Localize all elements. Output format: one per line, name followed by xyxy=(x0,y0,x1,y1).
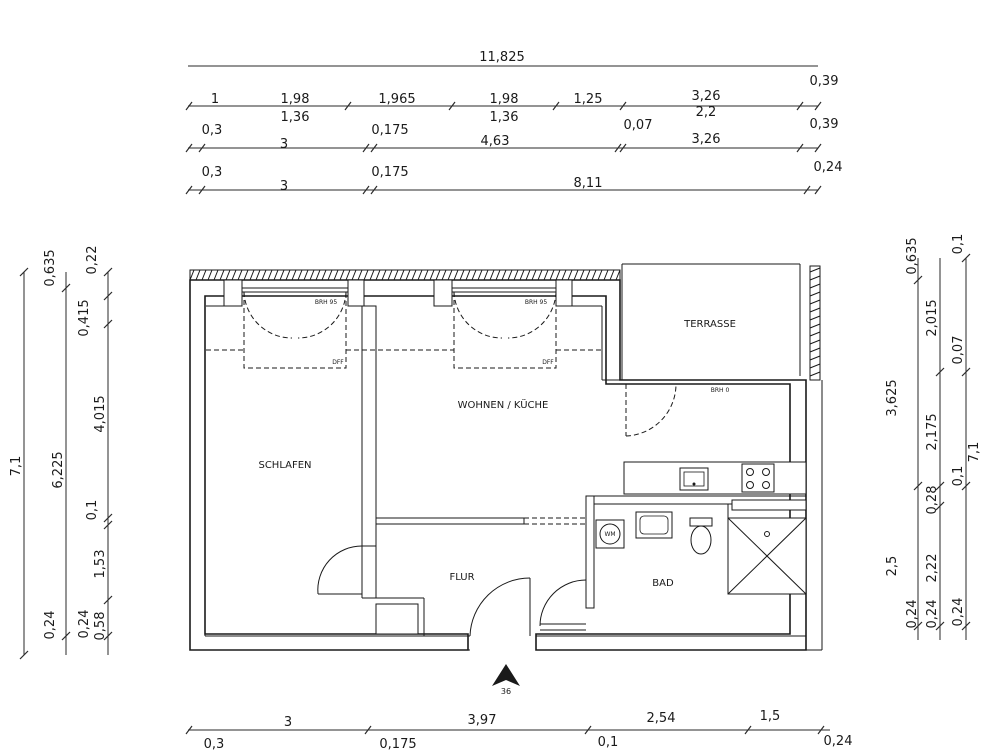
dim-bottom-f: 0,175 xyxy=(379,737,416,750)
dim-top1-b: 1,98 xyxy=(281,92,310,107)
dim-left-c4: 0,1 xyxy=(85,500,100,521)
dim-total-width: 11,825 xyxy=(479,50,525,65)
dim-top1-e: 1,25 xyxy=(574,92,603,107)
room-label-terrasse: TERRASSE xyxy=(683,319,736,330)
dim-top3-a: 0,3 xyxy=(202,165,223,180)
dim-left-b3: 0,24 xyxy=(43,611,58,640)
room-label-bad: BAD xyxy=(652,578,674,589)
room-label-flur: FLUR xyxy=(449,572,474,583)
dim-top1-d: 1,98 xyxy=(490,92,519,107)
dim-top2-f: 3,26 xyxy=(692,132,721,147)
dim-right-b2: 2,175 xyxy=(925,413,940,450)
dim-bottom-c: 2,54 xyxy=(647,711,676,726)
dim-left-c5: 1,53 xyxy=(93,550,108,579)
left-dimension-chains: 7,1 0,635 6,225 0,24 0,22 0,415 4,015 0,… xyxy=(9,246,113,660)
doors xyxy=(206,291,800,637)
dim-top2-a: 0,3 xyxy=(202,123,223,138)
dim-right-b5: 0,24 xyxy=(925,600,940,629)
dim-top2-d: 4,63 xyxy=(481,134,510,149)
dim-top3-e: 0,24 xyxy=(814,160,843,175)
room-label-wohnen: WOHNEN / KÜCHE xyxy=(458,398,549,411)
dim-top1-sub-a: 1,36 xyxy=(281,110,310,125)
annotation-dff-1: DFF xyxy=(332,359,344,366)
dim-bottom-d: 1,5 xyxy=(760,709,781,724)
apartment-plan: SCHLAFEN WOHNEN / KÜCHE TERRASSE FLUR BA… xyxy=(189,263,823,696)
dim-top3-d: 8,11 xyxy=(574,176,603,191)
dim-right-c3: 0,1 xyxy=(951,466,966,487)
dim-left-c7: 0,58 xyxy=(93,612,108,641)
dim-top1-sub-b: 1,36 xyxy=(490,110,519,125)
dim-top3-b: 3 xyxy=(280,179,288,194)
annotation-wm: WM xyxy=(604,531,615,538)
dim-left-b1: 0,635 xyxy=(43,249,58,286)
dim-left-c6: 0,24 xyxy=(77,610,92,639)
dim-right-b3: 0,28 xyxy=(925,486,940,515)
dim-right-c5: 0,24 xyxy=(951,598,966,627)
dim-top3-c: 0,175 xyxy=(371,165,408,180)
north-arrow-label: 36 xyxy=(501,687,511,696)
dim-top2-b: 3 xyxy=(280,137,288,152)
dim-right-c1: 0,1 xyxy=(951,234,966,255)
top-dimension-chains: 11,825 1 1,98 1,965 1,98 1,25 3,26 0,39 … xyxy=(185,50,843,195)
dim-top1-sub-c: 2,2 xyxy=(696,105,717,120)
annotation-brh-0: BRH 0 xyxy=(711,387,730,394)
dim-top1-a: 1 xyxy=(211,92,219,107)
north-arrow-icon: 36 xyxy=(492,664,520,696)
right-dimension-chains: 0,635 3,625 2,5 0,24 2,015 2,175 0,28 2,… xyxy=(885,234,982,640)
annotation-brh-1: BRH 95 xyxy=(315,299,338,306)
bottom-dimension-chains: 3 3,97 2,54 1,5 0,3 0,175 0,1 0,24 xyxy=(185,709,853,750)
dim-bottom-b: 3,97 xyxy=(468,713,497,728)
dim-bottom-h: 0,24 xyxy=(824,734,853,749)
dim-top1-g: 0,39 xyxy=(810,74,839,89)
annotation-dff-2: DFF xyxy=(542,359,554,366)
dim-right-c4: 7,1 xyxy=(967,442,982,463)
dim-left-b2: 6,225 xyxy=(51,451,66,488)
dim-bottom-e: 0,3 xyxy=(204,737,225,750)
dim-left-c3: 4,015 xyxy=(93,395,108,432)
dim-top2-e: 0,07 xyxy=(624,118,653,133)
annotation-brh-2: BRH 95 xyxy=(525,299,548,306)
dim-left-c2: 0,415 xyxy=(77,299,92,336)
walls xyxy=(189,263,823,651)
dim-bottom-a: 3 xyxy=(284,715,292,730)
dim-left-total: 7,1 xyxy=(9,456,24,477)
dim-right-a4: 0,24 xyxy=(905,600,920,629)
dim-top2-g: 0,39 xyxy=(810,117,839,132)
dim-right-a3: 2,5 xyxy=(885,556,900,577)
dim-top1-f: 3,26 xyxy=(692,89,721,104)
room-label-schlafen: SCHLAFEN xyxy=(258,460,311,471)
dim-top2-c: 0,175 xyxy=(371,123,408,138)
dim-right-b1: 2,015 xyxy=(925,299,940,336)
dim-bottom-g: 0,1 xyxy=(598,735,619,750)
dim-left-c1: 0,22 xyxy=(85,246,100,275)
dim-top1-c: 1,965 xyxy=(378,92,415,107)
dim-right-a2: 3,625 xyxy=(885,379,900,416)
dim-right-c2: 0,07 xyxy=(951,336,966,365)
dim-right-b4: 2,22 xyxy=(925,554,940,583)
dim-right-a1: 0,635 xyxy=(905,237,920,274)
